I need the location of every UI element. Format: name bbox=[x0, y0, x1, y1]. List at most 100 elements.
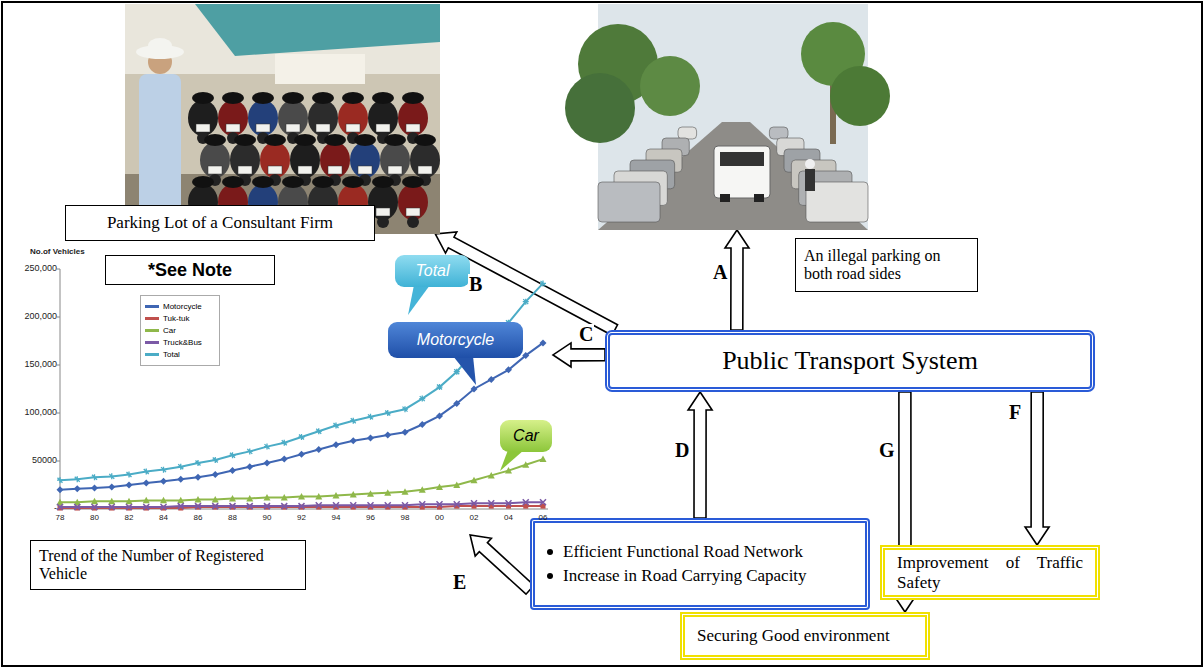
data-marker bbox=[540, 456, 547, 463]
callout-bubble: Total bbox=[395, 255, 470, 287]
motorcycle-seat bbox=[282, 176, 304, 188]
motorcycle-shape bbox=[410, 142, 440, 178]
motorcycle-shape bbox=[218, 100, 248, 136]
callout-tail bbox=[500, 450, 524, 471]
data-marker bbox=[195, 496, 202, 503]
data-marker bbox=[333, 422, 339, 428]
motorcycle-shape bbox=[188, 100, 218, 136]
motorcycle-shape bbox=[230, 142, 260, 178]
wheel-shape bbox=[377, 216, 389, 228]
car-shape bbox=[598, 182, 660, 222]
callout-tail bbox=[453, 356, 476, 385]
data-marker bbox=[74, 476, 80, 482]
data-marker bbox=[505, 366, 512, 373]
data-marker bbox=[437, 501, 443, 507]
bullet-dot bbox=[547, 549, 553, 555]
wheel-shape bbox=[754, 194, 764, 202]
data-marker bbox=[143, 504, 149, 510]
data-marker bbox=[419, 501, 425, 507]
data-marker bbox=[523, 499, 529, 505]
plate-shape bbox=[376, 124, 390, 132]
car-shape bbox=[678, 127, 697, 139]
motorcycle-seat bbox=[324, 134, 346, 146]
data-marker bbox=[161, 504, 167, 510]
tick-mark bbox=[57, 413, 60, 414]
x-tick-label: 82 bbox=[120, 513, 138, 522]
legend-text: Truck&Bus bbox=[163, 338, 202, 347]
y-tick-label: - bbox=[54, 503, 57, 513]
motorcycle-seat bbox=[402, 92, 424, 104]
data-marker bbox=[419, 421, 426, 428]
data-marker bbox=[91, 498, 98, 505]
bullet-item: Efficient Functional Road Network bbox=[547, 542, 853, 562]
data-marker bbox=[368, 502, 374, 508]
goal-box-text: Securing Good environment bbox=[697, 626, 913, 646]
data-marker bbox=[316, 502, 322, 508]
plate-shape bbox=[316, 124, 330, 132]
data-marker bbox=[454, 369, 460, 375]
illustration-shape bbox=[275, 54, 365, 84]
motorcycle-seat bbox=[342, 92, 364, 104]
data-marker bbox=[264, 444, 270, 450]
data-marker bbox=[315, 446, 322, 453]
motorcycle-seat bbox=[372, 92, 394, 104]
data-marker bbox=[230, 452, 236, 458]
rider-shape bbox=[805, 159, 815, 169]
legend-swatch bbox=[145, 329, 159, 332]
legend-row: Car bbox=[145, 326, 215, 335]
x-tick-label: 94 bbox=[327, 513, 345, 522]
bullet-text: Efficient Functional Road Network bbox=[563, 542, 853, 562]
callout-tail bbox=[408, 285, 430, 315]
caption-text: Trend of the Number of Registered Vehicl… bbox=[39, 547, 297, 584]
data-marker bbox=[368, 414, 374, 420]
data-marker bbox=[195, 503, 201, 509]
legend-row: Motorcycle bbox=[145, 302, 215, 311]
note-box-text: *See Note bbox=[148, 260, 232, 281]
data-marker bbox=[299, 434, 305, 440]
hat-shape bbox=[148, 38, 172, 54]
illustration-shape bbox=[195, 4, 440, 56]
data-marker bbox=[506, 500, 512, 506]
data-marker bbox=[298, 493, 305, 500]
legend-row: Total bbox=[145, 350, 215, 359]
data-marker bbox=[109, 504, 115, 510]
data-marker bbox=[471, 477, 478, 484]
x-tick-label: 92 bbox=[293, 513, 311, 522]
callout-bubble-text: Car bbox=[513, 427, 539, 445]
photo-panel: An illegal parking on both road sides bbox=[598, 4, 868, 230]
data-marker bbox=[453, 482, 460, 489]
tick-mark bbox=[57, 461, 60, 462]
block-arrow bbox=[688, 392, 712, 518]
data-marker bbox=[281, 494, 288, 501]
block-arrow bbox=[470, 535, 534, 594]
data-marker bbox=[488, 472, 495, 479]
motorcycle-seat bbox=[372, 176, 394, 188]
y-tick-label: 150,000 bbox=[24, 359, 57, 369]
tree-shape bbox=[640, 56, 700, 116]
motorcycle-shape bbox=[398, 184, 428, 220]
plate-shape bbox=[286, 124, 300, 132]
data-marker bbox=[161, 467, 167, 473]
legend-text: Car bbox=[163, 326, 176, 335]
plate-shape bbox=[298, 166, 312, 174]
data-marker bbox=[212, 457, 218, 463]
data-marker bbox=[402, 429, 409, 436]
motorcycle-seat bbox=[294, 134, 316, 146]
person-figure bbox=[139, 74, 181, 224]
data-marker bbox=[212, 503, 218, 509]
caption-frame: Parking Lot of a Consultant Firm bbox=[65, 205, 375, 241]
data-marker bbox=[126, 498, 133, 505]
callout-bubble-text: Motorcycle bbox=[417, 331, 494, 349]
data-marker bbox=[454, 501, 460, 507]
goal-box: Improvement of Traffic Safety bbox=[880, 545, 1100, 600]
photo-illustration bbox=[598, 4, 868, 230]
data-marker bbox=[505, 467, 512, 474]
legend-swatch bbox=[145, 341, 159, 344]
x-tick-label: 80 bbox=[86, 513, 104, 522]
legend-row: Truck&Bus bbox=[145, 338, 215, 347]
data-marker bbox=[195, 460, 201, 466]
data-marker bbox=[350, 418, 356, 424]
legend-text: Motorcycle bbox=[163, 302, 202, 311]
motorcycle-shape bbox=[338, 100, 368, 136]
